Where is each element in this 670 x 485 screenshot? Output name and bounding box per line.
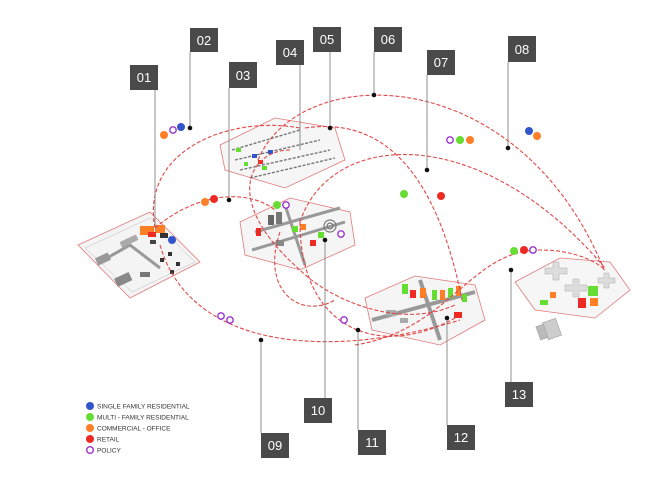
label-09: 09 [261, 433, 289, 458]
flow-path [159, 244, 461, 343]
label-07: 07 [427, 50, 455, 75]
commercial-marker [201, 198, 209, 206]
policy-marker [282, 201, 290, 209]
site-block-a [77, 211, 201, 299]
label-06: 06 [374, 27, 402, 52]
junction-dot [508, 267, 514, 273]
legend-item-retail: RETAIL [86, 435, 120, 444]
label-09-text: 09 [268, 438, 282, 453]
number-labels: 01 02 03 04 05 06 07 08 09 10 11 12 13 [130, 27, 536, 458]
flow-path [299, 221, 456, 337]
legend-label: RETAIL [97, 437, 120, 444]
junction-dot [355, 327, 361, 333]
label-07-text: 07 [434, 55, 448, 70]
flow-path [274, 231, 336, 307]
label-12: 12 [447, 425, 475, 450]
label-02-text: 02 [197, 33, 211, 48]
multi-family-marker [400, 190, 408, 198]
multi-family-icon [86, 413, 94, 421]
flow-path [154, 196, 276, 229]
commercial-icon [86, 424, 94, 432]
leader-lines [154, 52, 512, 433]
site-block-c [239, 197, 356, 271]
label-05-text: 05 [320, 32, 334, 47]
single-family-marker [177, 123, 185, 131]
flow-path [304, 125, 463, 301]
flow-path [152, 124, 301, 229]
legend-item-commercial: COMMERCIAL - OFFICE [86, 424, 171, 433]
site-block-b [219, 117, 346, 189]
label-08: 08 [508, 36, 536, 62]
junction-dot [444, 315, 450, 321]
label-03-text: 03 [236, 68, 250, 83]
junction-dots [187, 92, 514, 343]
label-03: 03 [229, 62, 257, 88]
multi-family-marker [273, 201, 281, 209]
legend-label: COMMERCIAL - OFFICE [97, 426, 171, 433]
legend-label: SINGLE FAMILY RESIDENTIAL [97, 404, 190, 411]
label-11: 11 [358, 430, 386, 455]
policy-marker [446, 136, 454, 144]
label-08-text: 08 [515, 42, 529, 57]
label-10-text: 10 [311, 403, 325, 418]
commercial-marker [466, 136, 474, 144]
retail-marker [210, 195, 218, 203]
label-05: 05 [313, 27, 341, 52]
junction-dot [322, 237, 328, 243]
junction-dot [327, 125, 333, 131]
label-13: 13 [505, 382, 533, 407]
junction-dot [371, 92, 377, 98]
policy-icon [85, 446, 94, 455]
flow-path [257, 94, 606, 273]
policy-marker [169, 126, 177, 134]
label-06-text: 06 [381, 32, 395, 47]
retail-marker [437, 192, 445, 200]
legend-item-single-family: SINGLE FAMILY RESIDENTIAL [86, 402, 190, 411]
policy-marker [340, 316, 348, 324]
label-13-text: 13 [512, 387, 526, 402]
single-family-marker [525, 127, 533, 135]
policy-marker [337, 230, 345, 238]
commercial-marker [533, 132, 541, 140]
label-01: 01 [130, 65, 158, 90]
flow-paths [152, 94, 606, 346]
multi-family-marker [510, 247, 518, 255]
label-02: 02 [190, 28, 218, 52]
legend-label: MULTI - FAMILY RESIDENTIAL [97, 415, 189, 422]
junction-dot [424, 167, 430, 173]
flow-path [299, 154, 606, 269]
policy-marker [226, 316, 234, 324]
junction-dot [187, 125, 193, 131]
junction-dot [505, 145, 511, 151]
site-block-d [364, 275, 486, 346]
legend-label: POLICY [97, 448, 122, 455]
policy-marker [217, 312, 225, 320]
label-10: 10 [304, 398, 332, 423]
label-04-text: 04 [283, 45, 297, 60]
site-block-e [514, 257, 631, 341]
multi-family-marker [456, 136, 464, 144]
label-12-text: 12 [454, 430, 468, 445]
label-04: 04 [276, 40, 304, 65]
junction-dot [226, 197, 232, 203]
label-01-text: 01 [137, 70, 151, 85]
junction-dot [258, 337, 264, 343]
legend-item-multi-family: MULTI - FAMILY RESIDENTIAL [86, 413, 189, 422]
policy-marker [529, 246, 537, 254]
flow-path [249, 149, 456, 315]
retail-marker [520, 246, 528, 254]
retail-icon [86, 435, 94, 443]
legend-item-policy: POLICY [85, 446, 122, 455]
flow-path [354, 249, 606, 346]
label-11-text: 11 [365, 435, 379, 450]
commercial-marker [160, 131, 168, 139]
single-family-icon [86, 402, 94, 410]
legend: SINGLE FAMILY RESIDENTIAL MULTI - FAMILY… [85, 402, 190, 455]
use-markers [160, 123, 541, 324]
